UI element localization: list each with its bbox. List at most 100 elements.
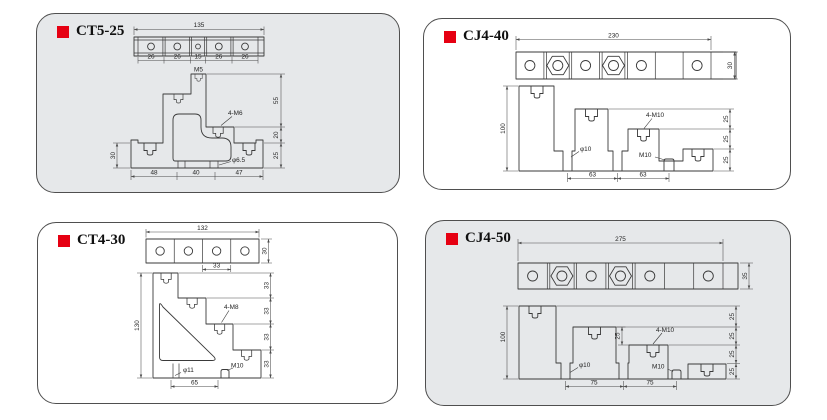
- top-view-dimensions: 230 30: [515, 33, 738, 80]
- dim-overall-width: 132: [197, 225, 208, 232]
- label-screws: 4-M10: [656, 327, 675, 334]
- dim-bottom: 75: [646, 380, 654, 387]
- dim-cell-width: 26: [147, 54, 155, 61]
- dim-bottom: 65: [191, 380, 199, 387]
- label-hole-dia: φ10: [580, 146, 592, 153]
- dim-bottom: 48: [150, 170, 158, 177]
- dim-overall-width: 135: [194, 22, 205, 29]
- side-view: φ10 4-M10 M10: [518, 85, 714, 172]
- top-view-dimensions: 135 26 26 15 26 26: [133, 22, 265, 64]
- dim-bottom: 63: [639, 172, 647, 179]
- hex-nuts: [546, 55, 625, 76]
- panel-ct4-30: CT4-30 132 30: [37, 222, 398, 404]
- profile-outline: [518, 85, 714, 172]
- label-bottom-thread: M10: [652, 364, 665, 371]
- screw-holes: [530, 85, 705, 162]
- top-view: [517, 262, 739, 290]
- red-square-icon: [57, 25, 69, 38]
- dim-right: 33: [264, 333, 271, 341]
- panel-ct5-25: CT5-25: [36, 13, 400, 193]
- triangle-cavity: [159, 303, 216, 361]
- dim-right: 55: [273, 97, 280, 105]
- dim-overall-width: 230: [608, 33, 619, 40]
- label-screws: 4-M10: [646, 112, 665, 119]
- profile-outline: [518, 305, 727, 380]
- dim-right: 20: [273, 131, 280, 139]
- dim-left-height: 130: [134, 320, 141, 331]
- red-square-icon: [58, 234, 70, 247]
- dim-left-height: 100: [500, 331, 507, 342]
- terminal-holes: [527, 270, 714, 282]
- side-view: M5 4-M6 φ6.5: [130, 67, 264, 169]
- panel-title: CJ4-50: [465, 230, 511, 246]
- dim-cell-width: 33: [213, 263, 221, 270]
- dim-bottom: 63: [589, 172, 597, 179]
- dim-right: 25: [729, 368, 736, 376]
- dim-cell-width: 15: [194, 54, 202, 61]
- side-view: 4-M8 φ11 M10: [152, 272, 262, 379]
- dim-right: 25: [273, 152, 280, 160]
- panel-title-block: CJ4-40: [444, 28, 509, 45]
- panel-title: CJ4-40: [463, 28, 509, 44]
- dim-right: 25: [729, 332, 736, 340]
- panel-title: CT4-30: [77, 232, 126, 248]
- side-view: φ10 4-M10 M10: [518, 305, 727, 380]
- dim-bottom: 75: [590, 380, 598, 387]
- top-view-dimensions: 132 30 33: [145, 225, 272, 272]
- label-bottom-thread: M10: [639, 152, 652, 159]
- side-view-dimensions: 30 55 20 25 48 40 47: [110, 73, 285, 180]
- panel-title-block: CJ4-50: [446, 230, 511, 247]
- label-hole-dia: φ11: [183, 367, 194, 374]
- panel-cj4-50: CJ4-50: [425, 220, 791, 406]
- top-view: [133, 36, 265, 57]
- m10-boss: [220, 369, 230, 378]
- mounting-feet: [177, 161, 219, 168]
- dim-cell-width: 26: [215, 54, 223, 61]
- side-view-dimensions: 100 25 25 25 63 63: [500, 85, 734, 182]
- terminal-holes: [155, 246, 250, 256]
- label-bottom-thread: M10: [231, 363, 244, 370]
- inner-cavity: [172, 113, 232, 162]
- profile-outline: [130, 73, 264, 169]
- cj4-40-drawing: 230 30 φ10 4-M10 M10: [500, 33, 738, 182]
- ct5-25-drawing: 135 26 26 15 26 26 M5: [110, 22, 285, 180]
- dim-left-height: 100: [500, 123, 507, 134]
- label-screws: 4-M6: [228, 110, 243, 117]
- dim-right: 33: [264, 360, 271, 368]
- dim-right: 25: [723, 135, 730, 143]
- dim-right: 33: [264, 282, 271, 290]
- cj4-50-drawing: 275 35 φ10 4-M10 M10: [500, 236, 753, 390]
- dim-cell-width: 26: [174, 54, 182, 61]
- m10-boss: [663, 158, 675, 171]
- dim-right: 25: [723, 156, 730, 164]
- top-view: [515, 51, 737, 80]
- through-hole: [172, 363, 180, 378]
- dim-right: 25: [723, 115, 730, 123]
- dim-bar-height: 30: [262, 247, 269, 255]
- side-view-dimensions: 130 33 33 33 33 65: [134, 272, 274, 389]
- panel-title-block: CT5-25: [57, 23, 124, 40]
- top-view-dimensions: 275 35: [517, 236, 753, 290]
- hex-nuts: [550, 266, 632, 286]
- panel-title-block: CT4-30: [58, 232, 125, 249]
- dim-bottom: 47: [235, 170, 243, 177]
- dim-right: 25: [729, 313, 736, 321]
- profile-outline: [152, 272, 262, 379]
- panel-cj4-40: CJ4-40: [423, 18, 791, 190]
- label-top-screw: M5: [194, 67, 203, 74]
- panel-title: CT5-25: [76, 23, 125, 39]
- label-hole-dia: φ10: [579, 362, 591, 369]
- terminal-holes: [524, 60, 703, 71]
- dim-bar-height: 35: [742, 272, 749, 280]
- dim-left-height: 30: [110, 152, 117, 160]
- red-square-icon: [446, 232, 458, 245]
- dim-right: 25: [729, 350, 736, 358]
- dim-cell-width: 26: [241, 54, 249, 61]
- dim-right: 33: [264, 307, 271, 315]
- screw-holes: [528, 305, 714, 377]
- dim-overall-width: 275: [615, 236, 626, 243]
- dim-bar-height: 30: [727, 62, 734, 70]
- label-hole-dia: φ6.5: [232, 157, 245, 164]
- dim-step: 25: [615, 332, 622, 340]
